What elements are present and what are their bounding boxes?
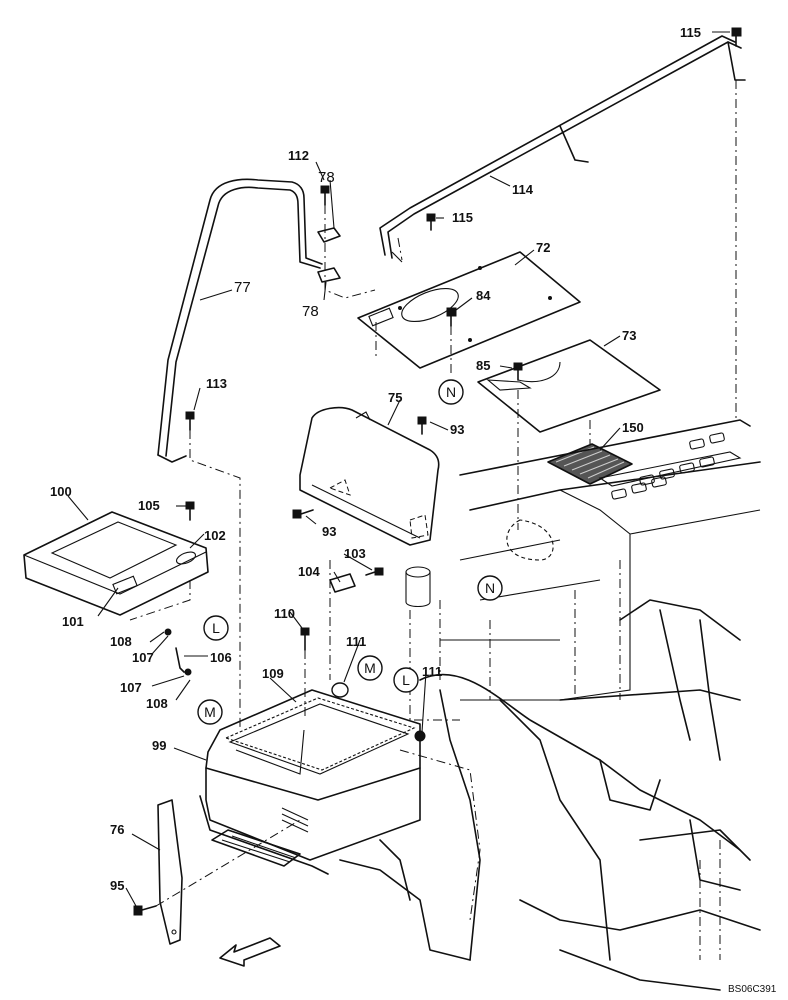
callout-101: 101: [62, 614, 84, 629]
callout-78-upper: 78: [318, 169, 335, 186]
callout-150: 150: [622, 420, 644, 435]
handrail-114: [379, 35, 746, 263]
bolt-85: [513, 362, 523, 381]
callout-110: 110: [274, 606, 295, 621]
callout-102: 102: [204, 528, 226, 543]
bolt-93-left: [292, 509, 314, 519]
callout-104: 104: [298, 564, 320, 579]
svg-text:L: L: [212, 620, 220, 636]
callout-112: 112: [288, 148, 309, 163]
ref-circle-n-upper: N: [438, 379, 464, 405]
callout-107-bottom: 107: [120, 680, 142, 695]
svg-text:M: M: [364, 660, 376, 676]
handrail-77: [157, 178, 323, 463]
drawing-code: BS06C391: [728, 984, 777, 995]
callout-78-lower: 78: [302, 303, 319, 320]
ref-circle-m-right: M: [357, 655, 383, 681]
ref-circle-m-left: M: [197, 699, 223, 725]
callout-107-top: 107: [132, 650, 154, 665]
side-plate-76: [157, 799, 183, 945]
callout-111-left: 111: [346, 634, 366, 649]
svg-text:M: M: [204, 704, 216, 720]
callout-75: 75: [388, 390, 402, 405]
callout-106: 106: [210, 650, 232, 665]
bolt-95: [133, 905, 157, 916]
cylinder: [405, 566, 431, 608]
bolt-115-mid: [426, 213, 436, 231]
frame-109: [224, 697, 416, 771]
svg-text:N: N: [446, 384, 456, 400]
bolt-103: [365, 567, 384, 576]
battery-box-99: [199, 689, 421, 875]
callout-95: 95: [110, 878, 124, 893]
bolt-105: [185, 501, 195, 521]
callout-93-left: 93: [322, 524, 336, 539]
callout-113: 113: [206, 376, 227, 391]
callout-72: 72: [536, 240, 550, 255]
callout-115-top: 115: [680, 25, 701, 40]
callout-111-right: 111: [422, 664, 442, 679]
bolt-93-top: [417, 416, 427, 435]
svg-text:N: N: [485, 580, 495, 596]
ref-circle-l-right: L: [393, 667, 419, 693]
bracket-78-upper: [317, 227, 341, 243]
bolt-113: [185, 411, 195, 431]
callout-73: 73: [622, 328, 636, 343]
cap-111: [331, 682, 426, 742]
callout-77: 77: [234, 279, 251, 296]
bracket-104: [329, 573, 356, 593]
reference-circles: N N L L M M: [197, 379, 503, 725]
callout-93-top: 93: [450, 422, 464, 437]
leader-lines: [67, 31, 730, 907]
bolt-115-top: [731, 27, 742, 47]
callout-99: 99: [152, 738, 166, 753]
bolt-110: [300, 627, 310, 651]
machine-frame: [339, 419, 761, 991]
callout-100: 100: [50, 484, 72, 499]
direction-arrow: [219, 937, 281, 967]
bolt-112: [320, 185, 330, 206]
cover-plate-72: [357, 251, 581, 369]
callout-108-bottom: 108: [146, 696, 168, 711]
cover-75: [299, 406, 440, 546]
callout-108-top: 108: [110, 634, 132, 649]
ref-circle-n-lower: N: [477, 575, 503, 601]
ref-circle-l-left: L: [203, 615, 229, 641]
callout-84: 84: [476, 288, 491, 303]
callouts: 115 114 115 112 78 78 77 72 84 73 85 113…: [50, 25, 701, 893]
callout-76: 76: [110, 822, 124, 837]
bracket-78-lower: [317, 267, 341, 283]
callout-85: 85: [476, 358, 490, 373]
svg-text:L: L: [402, 672, 410, 688]
access-panel-100: [23, 511, 209, 616]
bolt-84: [446, 307, 457, 327]
callout-105: 105: [138, 498, 160, 513]
cover-plate-73: [477, 339, 661, 433]
callout-103: 103: [344, 546, 366, 561]
latch-106: [164, 628, 192, 676]
callout-109: 109: [262, 666, 284, 681]
callout-115-mid: 115: [452, 210, 473, 225]
callout-114: 114: [512, 182, 534, 197]
